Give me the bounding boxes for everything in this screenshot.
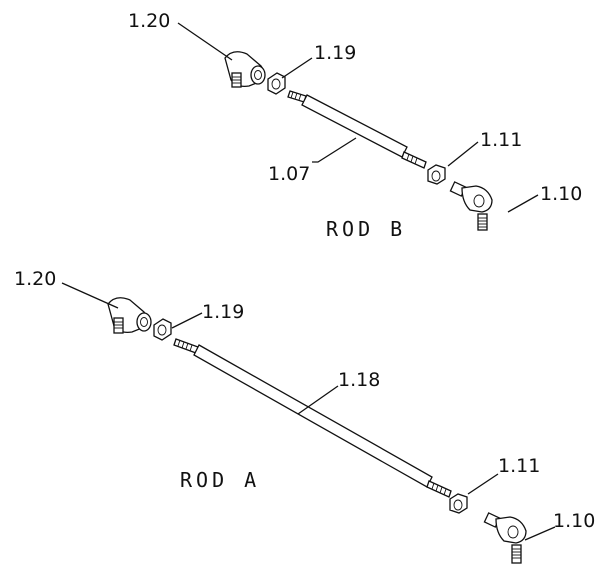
- rod-a-label-1-18: 1.18: [338, 369, 380, 391]
- rod-a-label-1-11: 1.11: [498, 455, 540, 477]
- rod-b-leader-1-10: [507, 194, 539, 213]
- rod-b-rod-end-right: [449, 181, 493, 231]
- rod-a-label-1-20: 1.20: [14, 268, 56, 290]
- rod-a-assembly: 1.20 1.19 1.18 1.11 1.10 ROD A: [14, 268, 595, 564]
- rod-a-nut-left: [153, 318, 172, 341]
- rod-b-leader-1-20: [177, 22, 233, 61]
- rod-a-leader-1-10: [524, 526, 556, 541]
- rod-b-nut-left: [267, 72, 286, 95]
- rod-b-leader-1-19: [281, 57, 313, 79]
- rod-a-rod-end-left: [107, 297, 152, 334]
- rod-b-rod: [287, 90, 427, 169]
- rod-a-rod-end-right: [483, 512, 527, 564]
- rod-b-label-1-10: 1.10: [540, 183, 582, 205]
- rod-a-label-1-19: 1.19: [202, 301, 244, 323]
- rod-a-rod: [173, 338, 452, 498]
- rod-b-nut-right: [427, 164, 446, 185]
- rod-a-leader-1-18: [297, 385, 339, 415]
- rod-a-leader-1-20: [61, 282, 119, 309]
- rod-b-rod-end-left: [224, 51, 266, 88]
- rod-b-leader-1-11: [447, 141, 479, 167]
- rod-b-label-1-20: 1.20: [128, 10, 170, 32]
- rod-a-leader-1-19: [171, 312, 203, 329]
- rod-a-label-1-10: 1.10: [553, 510, 595, 532]
- rod-b-label-1-19: 1.19: [314, 42, 356, 64]
- rod-b-assembly: 1.20 1.19 1.07 1.11 1.10 ROD B: [128, 10, 582, 241]
- rod-b-label-1-11: 1.11: [480, 129, 522, 151]
- rod-b-caption: ROD B: [326, 217, 406, 241]
- rod-a-nut-right: [449, 493, 468, 514]
- rod-a-leader-1-11: [467, 473, 499, 495]
- rod-a-caption: ROD A: [180, 468, 260, 492]
- rod-b-label-1-07: 1.07: [268, 163, 310, 185]
- rod-b-leader-1-07: [312, 137, 357, 163]
